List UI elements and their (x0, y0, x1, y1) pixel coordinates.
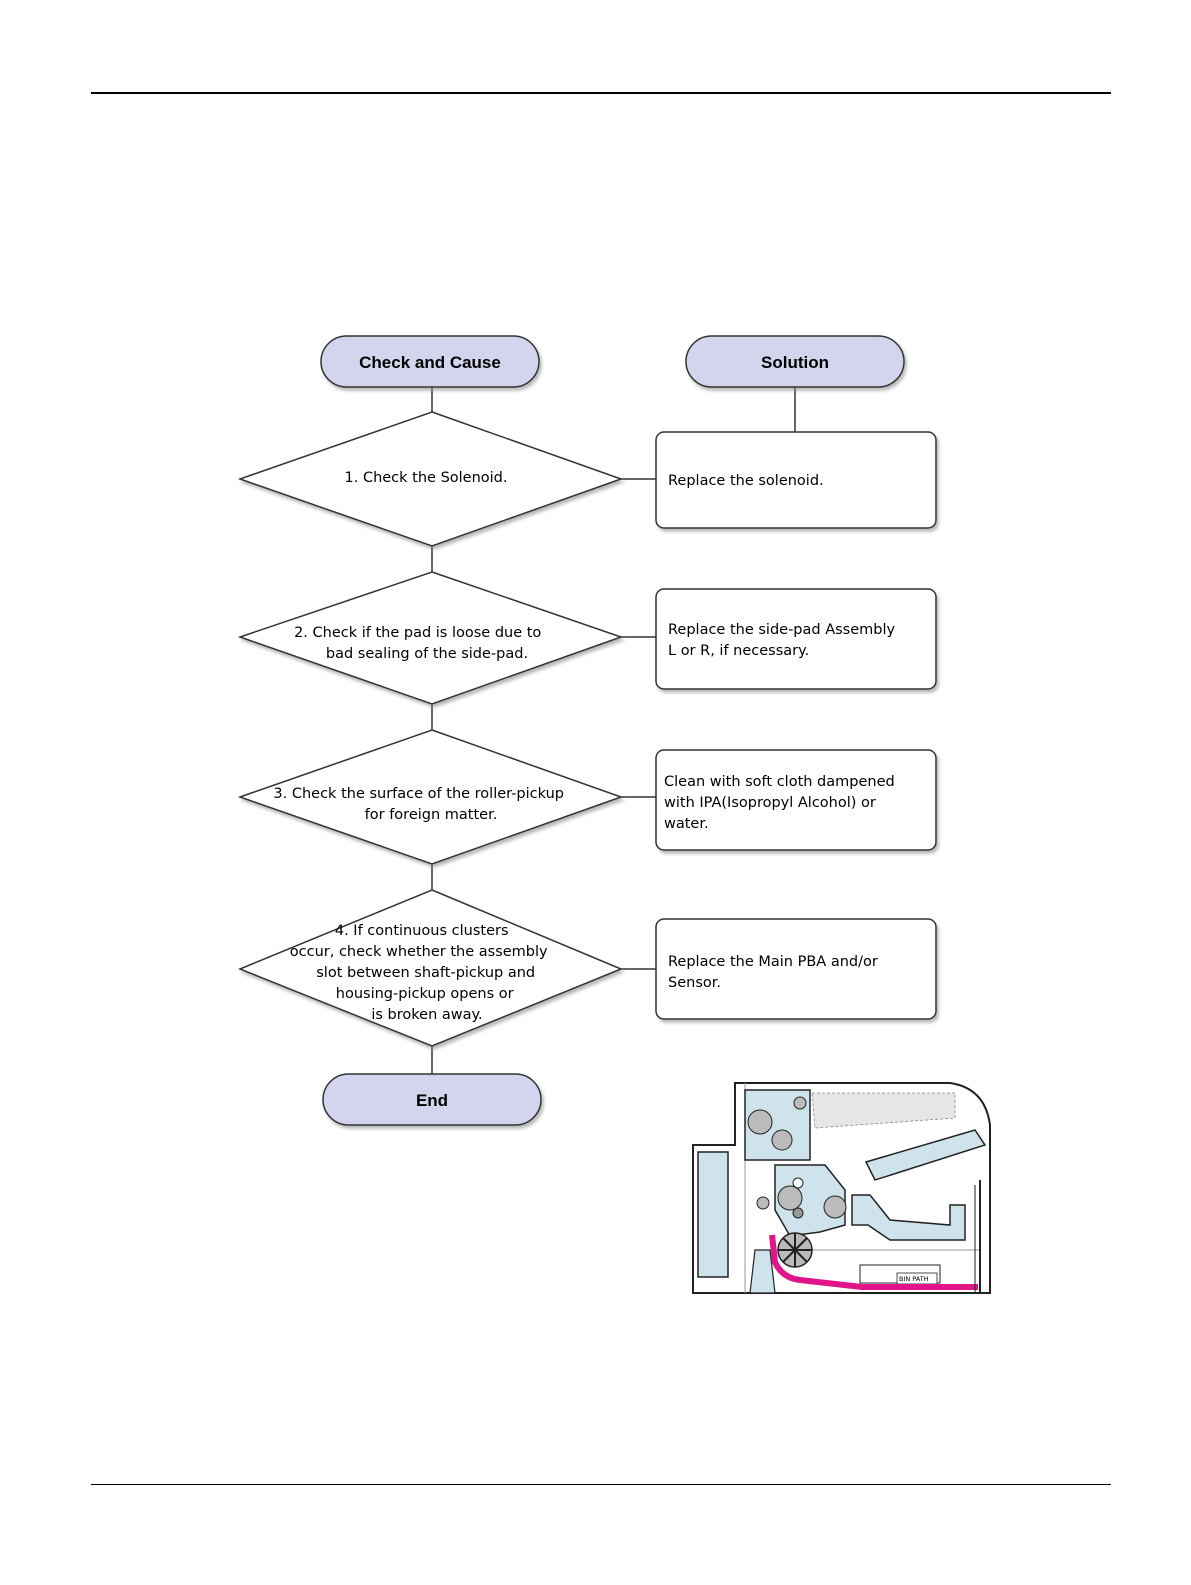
solution-3-text: Clean with soft cloth dampened with IPA(… (664, 774, 899, 832)
exit-tray (811, 1092, 956, 1129)
end-label: End (416, 1091, 448, 1110)
laser-scanner-unit (864, 1129, 987, 1181)
paper-guide (851, 1194, 966, 1241)
decision-4: 4. If continuous clusters occur, check w… (238, 889, 623, 1047)
decision-1: 1. Check the Solenoid. (237, 411, 624, 547)
header-check-and-cause: Check and Cause (320, 335, 540, 388)
header-rule (91, 92, 1111, 94)
printer-cross-section-illustration: BIN PATH (692, 1082, 991, 1294)
header-check-and-cause-label: Check and Cause (359, 353, 501, 372)
solution-3: Clean with soft cloth dampened with IPA(… (655, 749, 937, 851)
toner-cartridge (774, 1164, 846, 1237)
side-door (697, 1151, 729, 1278)
solution-1: Replace the solenoid. (655, 431, 937, 529)
footer-rule (91, 1484, 1111, 1485)
end-terminal: End (322, 1073, 542, 1126)
bin-path-label: BIN PATH (899, 1275, 929, 1283)
solution-4-text: Replace the Main PBA and/or Sensor. (668, 954, 882, 991)
paper-path (769, 1234, 978, 1290)
decision-2: 2. Check if the pad is loose due to bad … (237, 571, 624, 705)
solution-2: Replace the side-pad Assembly L or R, if… (655, 588, 937, 690)
decision-1-text: 1. Check the Solenoid. (345, 470, 508, 486)
decision-3: 3. Check the surface of the roller-picku… (237, 729, 624, 865)
solution-2-text: Replace the side-pad Assembly L or R, if… (668, 622, 900, 659)
solution-1-text: Replace the solenoid. (668, 473, 824, 489)
decision-4-text: 4. If continuous clusters occur, check w… (290, 923, 552, 1023)
solution-4: Replace the Main PBA and/or Sensor. (655, 918, 937, 1020)
header-solution-label: Solution (761, 353, 829, 372)
decision-3-text: 3. Check the surface of the roller-picku… (273, 786, 568, 823)
header-solution: Solution (685, 335, 905, 388)
decision-2-text: 2. Check if the pad is loose due to bad … (294, 625, 546, 662)
connector-lines (431, 387, 796, 1074)
